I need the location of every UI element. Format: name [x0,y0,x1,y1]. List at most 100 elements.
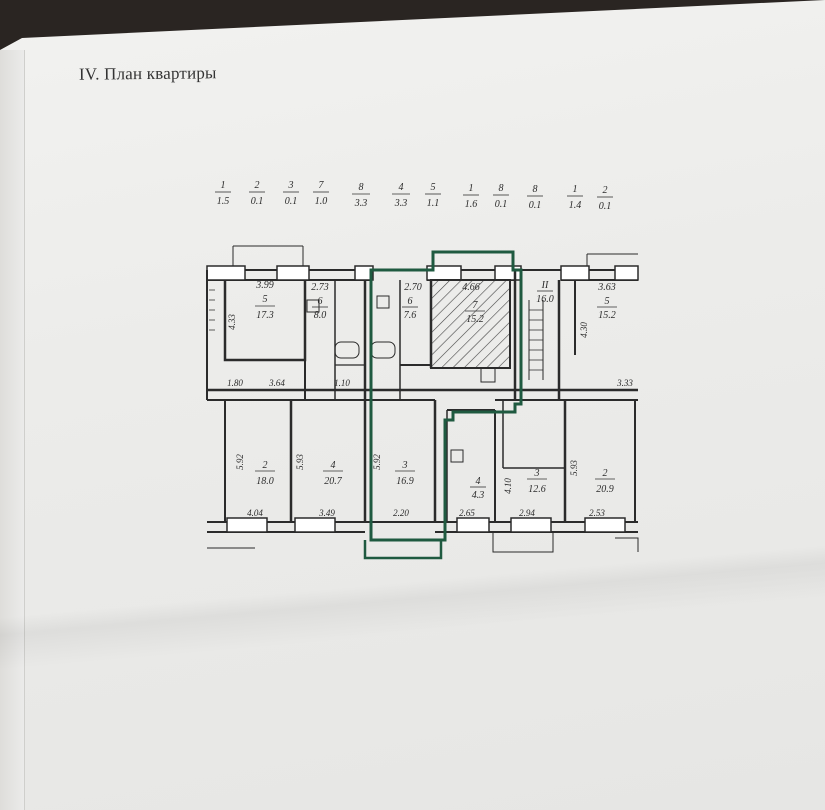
svg-text:0.1: 0.1 [599,201,612,212]
room-label: 4 4.3 [470,476,486,501]
explication-item: 1 1.5 [215,180,231,207]
svg-text:2: 2 [603,185,608,196]
svg-text:1.4: 1.4 [569,200,582,211]
svg-text:0.1: 0.1 [495,199,508,210]
svg-text:12.6: 12.6 [528,484,546,495]
dimension-label: 3.33 [616,378,633,388]
svg-text:2.70: 2.70 [404,282,422,293]
explication-item: 7 1.0 [313,180,329,207]
svg-text:0.1: 0.1 [285,196,298,207]
svg-text:0.1: 0.1 [251,196,264,207]
svg-text:3: 3 [288,180,294,191]
dimension-label: 2.94 [519,508,535,518]
walls [206,245,639,553]
explication-item: 4 3.3 [392,182,410,209]
room-label: 2 20.9 [595,468,615,495]
svg-text:3.99: 3.99 [255,280,274,291]
svg-text:18.0: 18.0 [256,476,274,487]
dimension-label: 5.92 [372,454,382,470]
dimension-label: 3.64 [268,378,285,388]
svg-text:2: 2 [263,460,268,471]
apartment-outline [369,250,523,542]
window [614,265,639,281]
svg-text:1.1: 1.1 [427,198,440,209]
dimension-label: 5.92 [235,454,245,470]
window [494,265,522,281]
svg-text:4.3: 4.3 [472,490,485,501]
explication-item: 8 0.1 [527,184,543,211]
svg-text:6: 6 [408,296,413,307]
dimension-label: 4.30 [579,322,589,338]
explication-item: 3 0.1 [283,180,299,207]
svg-text:1: 1 [573,184,578,195]
explication-item: 5 1.1 [425,182,441,209]
window [276,265,310,281]
room-label: 3.99 5 17.3 [255,280,275,321]
stove-icon [450,449,464,463]
svg-text:20.9: 20.9 [596,484,614,495]
bathtub-icon [334,341,360,359]
stove-icon [306,299,320,313]
svg-text:7: 7 [319,180,325,191]
room-label: 3.63 5 15.2 [597,282,617,321]
window [560,265,590,281]
window [456,517,490,533]
svg-text:15.2: 15.2 [466,314,484,325]
svg-text:4: 4 [331,460,336,471]
dimension-label: 4.33 [227,314,237,330]
svg-text:1: 1 [469,183,474,194]
window [584,517,626,533]
explication-row: 1 1.5 2 0.1 3 0.1 7 1.0 8 3.3 4 3.3 [215,180,613,212]
dimension-label: 5.93 [295,454,305,470]
svg-text:4: 4 [476,476,481,487]
svg-text:16.0: 16.0 [536,294,554,305]
explication-item: 1 1.6 [463,183,479,210]
svg-text:3: 3 [402,460,408,471]
room-label: 3 12.6 [527,468,547,495]
svg-text:1.5: 1.5 [217,196,230,207]
explication-item: 8 0.1 [493,183,509,210]
room-label: 3 16.9 [395,460,415,487]
window [206,265,246,281]
window [510,517,552,533]
svg-text:8: 8 [499,183,504,194]
dimension-label: 1.80 [227,378,243,388]
room-label: 2.73 6 8.0 [311,282,329,321]
svg-text:1.0: 1.0 [315,196,328,207]
svg-text:7.6: 7.6 [404,310,417,321]
svg-text:20.7: 20.7 [324,476,343,487]
dimension-label: 4.04 [247,508,263,518]
svg-text:2: 2 [255,180,260,191]
room-label: 4.66 7 15.2 [462,282,485,325]
svg-text:5: 5 [431,182,436,193]
bathtub-icon [370,341,396,359]
svg-text:4: 4 [399,182,404,193]
dimension-label: 3.49 [318,508,335,518]
hatched-room [430,279,511,369]
sink-icon [480,367,496,383]
svg-text:3.63: 3.63 [597,282,616,293]
explication-item: 2 0.1 [597,185,613,212]
svg-text:5: 5 [605,296,610,307]
svg-text:8: 8 [533,184,538,195]
page-title: IV. План квартиры [78,63,217,84]
svg-text:3: 3 [534,468,540,479]
sheet-edge [0,50,25,810]
window [226,517,268,533]
svg-text:7: 7 [473,300,479,311]
svg-text:2: 2 [603,468,608,479]
svg-text:8.0: 8.0 [314,310,327,321]
svg-text:3.3: 3.3 [354,198,368,209]
svg-text:3.3: 3.3 [394,198,408,209]
svg-text:5: 5 [263,294,268,305]
room-label: 4 20.7 [323,460,343,487]
dimension-label: 2.20 [393,508,409,518]
dimension-label: 5.93 [569,460,579,476]
svg-text:16.9: 16.9 [396,476,414,487]
dimension-label: 4.10 [503,478,513,494]
svg-text:4.66: 4.66 [462,282,480,293]
balcony-outline [363,540,443,560]
svg-text:8: 8 [359,182,364,193]
explication-item: 8 3.3 [352,182,370,209]
